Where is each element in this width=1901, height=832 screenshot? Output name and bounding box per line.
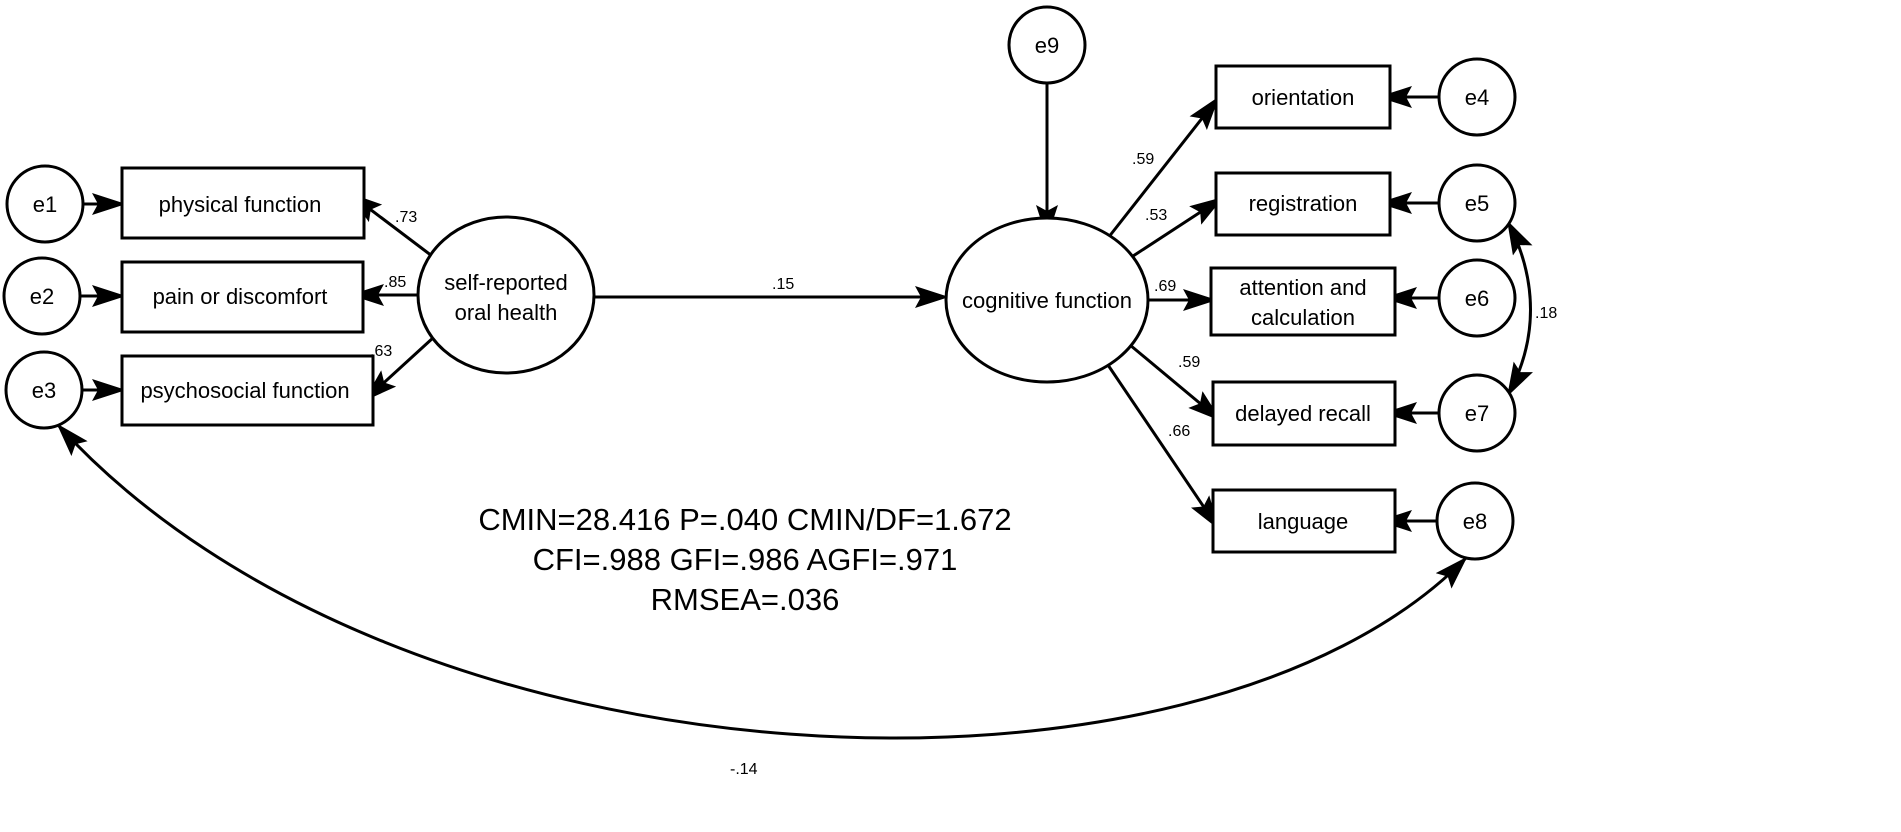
svg-text:e5: e5	[1465, 191, 1489, 216]
svg-text:delayed recall: delayed recall	[1235, 401, 1371, 426]
coef-orientation: .59	[1132, 151, 1154, 168]
error-e7: e7	[1437, 373, 1517, 453]
arrow-cog-orientation	[1106, 96, 1220, 239]
coef-physical: .73	[395, 209, 417, 226]
observed-psychosocial-function: psychosocial function	[120, 354, 375, 427]
svg-text:physical function: physical function	[159, 192, 322, 217]
svg-text:e4: e4	[1465, 85, 1489, 110]
fit-stats-line-3: RMSEA=.036	[651, 582, 840, 617]
coef-language: .66	[1168, 423, 1190, 440]
svg-text:e2: e2	[30, 284, 54, 309]
error-e3: e3	[4, 350, 84, 430]
arrow-cog-registration	[1129, 196, 1224, 260]
error-e8: e8	[1435, 481, 1515, 561]
coef-pain: .85	[384, 274, 406, 291]
fit-stats-line-1: CMIN=28.416 P=.040 CMIN/DF=1.672	[478, 502, 1011, 537]
error-e4: e4	[1437, 57, 1517, 137]
svg-text:language: language	[1258, 509, 1349, 534]
svg-text:e7: e7	[1465, 401, 1489, 426]
observed-language: language	[1211, 488, 1397, 554]
svg-text:cognitive function: cognitive function	[962, 288, 1132, 313]
latent-self-reported-oral-health: self-reported oral health	[416, 215, 596, 375]
observed-orientation: orientation	[1214, 64, 1392, 130]
svg-text:e6: e6	[1465, 286, 1489, 311]
arrow-cog-language	[1106, 364, 1220, 530]
observed-registration: registration	[1214, 171, 1392, 237]
observed-pain-or-discomfort: pain or discomfort	[120, 260, 365, 334]
coef-registration: .53	[1145, 207, 1167, 224]
coef-e3-e8: -.14	[730, 761, 758, 778]
observed-attention-calculation: attention and calculation	[1209, 266, 1397, 337]
svg-text:calculation: calculation	[1251, 305, 1355, 330]
error-e2: e2	[2, 256, 82, 336]
svg-text:oral health: oral health	[455, 300, 558, 325]
coef-attention: .69	[1154, 278, 1176, 295]
error-e9: e9	[1007, 5, 1087, 85]
svg-text:self-reported: self-reported	[444, 270, 568, 295]
error-e5: e5	[1437, 163, 1517, 243]
coef-psychosocial: .63	[370, 343, 392, 360]
fit-stats-line-2: CFI=.988 GFI=.986 AGFI=.971	[533, 542, 958, 577]
observed-delayed-recall: delayed recall	[1211, 380, 1397, 447]
svg-text:orientation: orientation	[1252, 85, 1355, 110]
error-e1: e1	[5, 164, 85, 244]
observed-physical-function: physical function	[120, 166, 366, 240]
svg-text:e3: e3	[32, 378, 56, 403]
svg-text:e1: e1	[33, 192, 57, 217]
covariance-e3-e8	[56, 423, 1468, 740]
covariance-e5-e7	[1506, 220, 1533, 397]
error-e6: e6	[1437, 258, 1517, 338]
latent-cognitive-function: cognitive function	[944, 216, 1150, 384]
svg-text:pain or discomfort: pain or discomfort	[153, 284, 328, 309]
coef-delayed-recall: .59	[1178, 354, 1200, 371]
arrow-cog-delayed	[1129, 343, 1222, 422]
arrow-oral-psychosocial	[363, 335, 436, 402]
svg-text:attention and: attention and	[1239, 275, 1366, 300]
coef-e5-e7: .18	[1535, 305, 1557, 322]
coef-structural: .15	[772, 276, 794, 293]
svg-text:e9: e9	[1035, 33, 1059, 58]
svg-text:psychosocial function: psychosocial function	[140, 378, 349, 403]
svg-text:e8: e8	[1463, 509, 1487, 534]
svg-text:registration: registration	[1249, 191, 1358, 216]
